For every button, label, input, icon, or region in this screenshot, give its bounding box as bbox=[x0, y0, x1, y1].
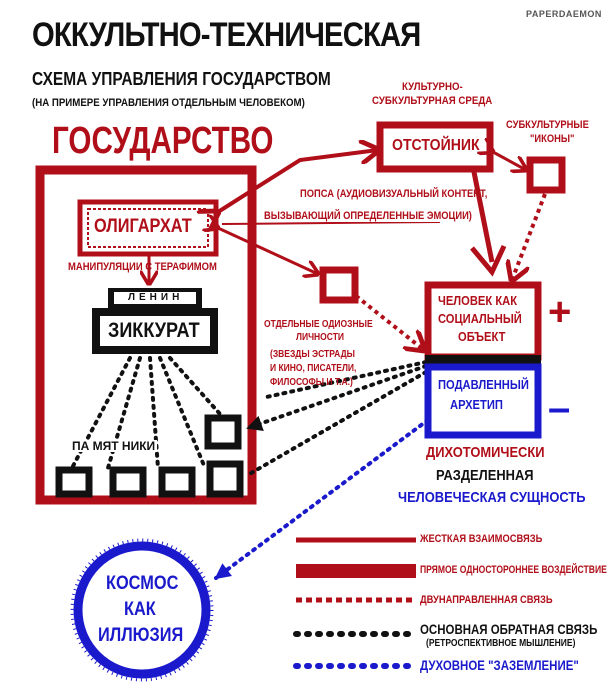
legend-note-4: (РЕТРОСПЕКТИВНОЕ МЫШЛЕНИЕ) bbox=[426, 638, 576, 649]
legend-label-5: ДУХОВНОЕ "ЗАЗЕМЛЕНИЕ" bbox=[420, 657, 579, 673]
archetype-box bbox=[424, 363, 542, 439]
dichotomy-label: ДИХОТОМИЧЕСКИ bbox=[426, 444, 545, 461]
page-title: ОККУЛЬТНО-ТЕХНИЧЕСКАЯ bbox=[32, 16, 421, 54]
monument-5 bbox=[204, 414, 242, 450]
plus-sign: + bbox=[548, 290, 572, 334]
cosmos-circle bbox=[70, 538, 214, 682]
legend-label-3: ДВУНАПРАВЛЕННАЯ СВЯЗЬ bbox=[420, 594, 553, 606]
cosmos-line-1: КОСМОС bbox=[106, 573, 179, 594]
oligarch-label: ОЛИГАРХАТ bbox=[94, 216, 192, 237]
manipulation-label: МАНИПУЛЯЦИИ С ТЕРАФИМОМ bbox=[68, 261, 217, 273]
essence-label: ЧЕЛОВЕЧЕСКАЯ СУЩНОСТЬ bbox=[398, 489, 586, 506]
subculture-icons-1: СУБКУЛЬТУРНЫЕ bbox=[506, 119, 589, 131]
monument-1 bbox=[55, 466, 93, 498]
figures-square bbox=[319, 266, 359, 304]
cosmos-line-3: ИЛЛЮЗИЯ bbox=[98, 625, 184, 646]
cosmos-line-2: КАК bbox=[124, 599, 156, 620]
subculture-icons-2: "ИКОНЫ" bbox=[530, 133, 575, 145]
icon-square bbox=[526, 156, 566, 194]
figures-3: (ЗВЕЗДЫ ЭСТРАДЫ bbox=[270, 349, 355, 360]
monuments-label: ПА МЯТ НИКИ bbox=[70, 439, 158, 453]
state-frame bbox=[35, 165, 257, 505]
figures-1: ОТДЕЛЬНЫЕ ОДИОЗНЫЕ bbox=[264, 319, 373, 330]
page-subnote: (НА ПРИМЕРЕ УПРАВЛЕНИЯ ОТДЕЛЬНЫМ ЧЕЛОВЕК… bbox=[32, 97, 305, 109]
page-subtitle: СХЕМА УПРАВЛЕНИЯ ГОСУДАРСТВОМ bbox=[32, 69, 331, 89]
ziggurat-label: ЗИККУРАТ bbox=[108, 319, 200, 342]
legend-label-2: ПРЯМОЕ ОДНОСТОРОННЕЕ ВОЗДЕЙСТВИЕ bbox=[420, 564, 607, 576]
lenin-label: ЛЕНИН bbox=[128, 292, 184, 303]
monument-2 bbox=[109, 466, 147, 498]
state-label: ГОСУДАРСТВО bbox=[52, 120, 274, 162]
figures-4: И КИНО, ПИСАТЕЛИ, bbox=[270, 363, 357, 374]
legend-sample-2 bbox=[296, 564, 416, 578]
watermark: PAPERDAEMON bbox=[526, 9, 602, 19]
pop-line-1: ПОПСА (АУДИОВИЗУАЛЬНЫЙ КОНТЕНТ, bbox=[300, 188, 488, 200]
minus-sign: – bbox=[548, 386, 571, 430]
figures-2: ЛИЧНОСТИ bbox=[296, 332, 345, 343]
divided-label: РАЗДЕЛЕННАЯ bbox=[436, 467, 534, 484]
monument-3 bbox=[158, 466, 196, 498]
legend-label-1: ЖЕСТКАЯ ВЗАИМОСВЯЗЬ bbox=[420, 533, 543, 545]
social-line-2: СОЦИАЛЬНЫЙ bbox=[438, 311, 522, 326]
culture-env-1: КУЛЬТУРНО- bbox=[402, 81, 463, 93]
archetype-line-2: АРХЕТИП bbox=[450, 397, 503, 412]
pop-line-2: ВЫЗЫВАЮЩИЙ ОПРЕДЕЛЕННЫЕ ЭМОЦИИ) bbox=[264, 210, 472, 222]
social-line-1: ЧЕЛОВЕК КАК bbox=[438, 293, 518, 308]
sump-label: ОТСТОЙНИК bbox=[392, 137, 480, 154]
legend-label-4: ОСНОВНАЯ ОБРАТНАЯ СВЯЗЬ bbox=[420, 621, 598, 637]
culture-env-2: СУБКУЛЬТУРНАЯ СРЕДА bbox=[372, 95, 493, 107]
archetype-line-1: ПОДАВЛЕННЫЙ bbox=[438, 377, 529, 392]
social-line-3: ОБЪЕКТ bbox=[458, 329, 506, 344]
figures-5: ФИЛОСОФЫ И Т.А.) bbox=[270, 377, 353, 388]
monument-4 bbox=[206, 460, 244, 498]
